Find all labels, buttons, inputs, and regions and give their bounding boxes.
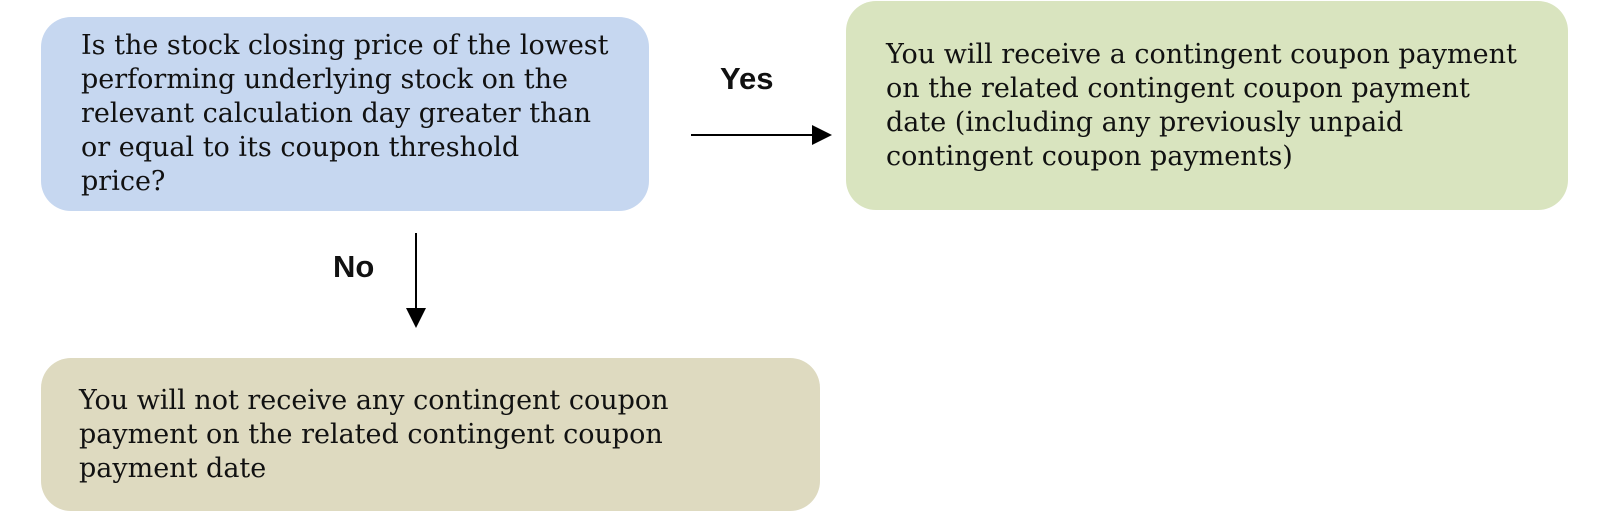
no-outcome-text: You will not receive any contingent coup… <box>79 384 669 484</box>
question-box: Is the stock closing price of the lowest… <box>41 17 649 211</box>
no-outcome-box: You will not receive any contingent coup… <box>41 358 820 511</box>
yes-label: Yes <box>720 61 774 96</box>
yes-outcome-text: You will receive a contingent coupon pay… <box>886 38 1517 172</box>
yes-arrowhead <box>812 125 832 145</box>
question-text: Is the stock closing price of the lowest… <box>81 30 609 197</box>
yes-outcome-box: You will receive a contingent coupon pay… <box>846 1 1568 210</box>
no-arrowhead <box>406 308 426 328</box>
no-label: No <box>333 249 375 284</box>
